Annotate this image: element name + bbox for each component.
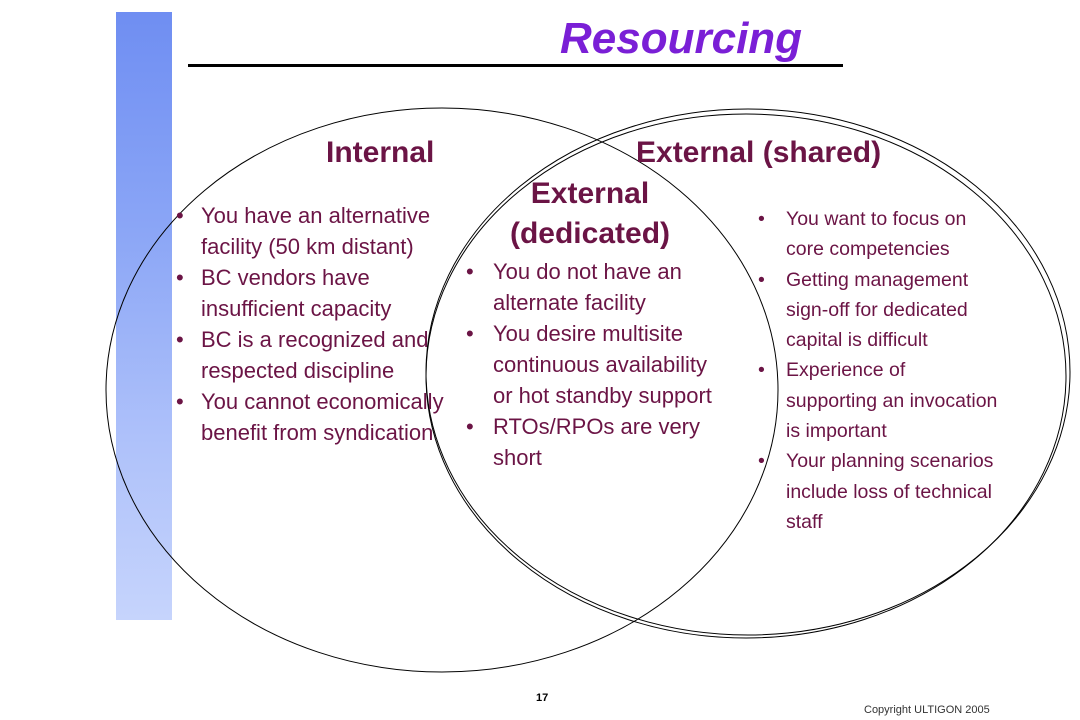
decorative-side-bar bbox=[116, 12, 172, 620]
slide-title: Resourcing bbox=[560, 14, 803, 63]
page-number: 17 bbox=[536, 692, 549, 704]
list-item: BC vendors have insufficient capacity bbox=[176, 262, 458, 324]
list-item: You desire multisite continuous availabi… bbox=[466, 318, 726, 411]
external-dedicated-heading: External (dedicated) bbox=[509, 177, 671, 250]
external-shared-heading: External (shared) bbox=[636, 136, 882, 169]
list-item: You do not have an alternate facility bbox=[466, 256, 726, 318]
internal-list: You have an alternative facility (50 km … bbox=[176, 200, 458, 448]
external-dedicated-list: You do not have an alternate facility Yo… bbox=[466, 256, 726, 473]
list-item: RTOs/RPOs are very short bbox=[466, 411, 726, 473]
list-item: Experience of supporting an invocation i… bbox=[758, 355, 998, 446]
internal-heading: Internal bbox=[326, 136, 435, 169]
list-item: You want to focus on core competencies bbox=[758, 204, 998, 265]
list-item: You have an alternative facility (50 km … bbox=[176, 200, 458, 262]
external-shared-list: You want to focus on core competencies G… bbox=[758, 204, 998, 537]
list-item: Getting management sign-off for dedicate… bbox=[758, 265, 998, 356]
copyright-notice: Copyright ULTIGON 2005 bbox=[864, 704, 990, 716]
list-item: You cannot economically benefit from syn… bbox=[176, 386, 458, 448]
list-item: Your planning scenarios include loss of … bbox=[758, 446, 998, 537]
title-underline bbox=[188, 64, 843, 67]
list-item: BC is a recognized and respected discipl… bbox=[176, 324, 458, 386]
